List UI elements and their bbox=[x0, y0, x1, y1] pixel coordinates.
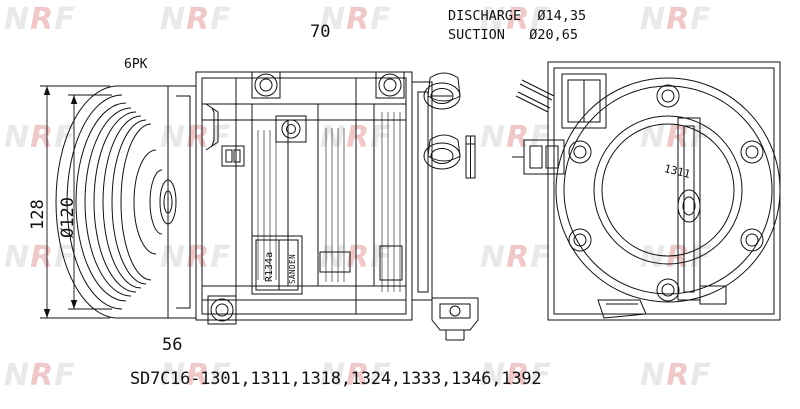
dimension-height-label: 128 bbox=[28, 199, 48, 230]
watermark-nrf: NRF bbox=[160, 120, 232, 155]
watermark-nrf: NRF bbox=[160, 358, 232, 393]
watermark-nrf: NRF bbox=[320, 358, 392, 393]
dimension-top-label: 70 bbox=[310, 22, 331, 42]
part-number-caption: SD7C16-1301,1311,1318,1324,1333,1346,139… bbox=[130, 369, 542, 389]
refrigerant-label: R134a bbox=[264, 251, 275, 282]
watermark-nrf: NRF bbox=[480, 358, 552, 393]
dimension-bottom-label: 56 bbox=[162, 335, 183, 355]
watermark-nrf: NRF bbox=[320, 2, 392, 37]
discharge-label: DISCHARGE Ø14,35 bbox=[448, 8, 587, 24]
brand-label: SANDEN bbox=[288, 253, 297, 284]
watermark-nrf: NRF bbox=[4, 240, 76, 275]
watermark-nrf: NRF bbox=[320, 120, 392, 155]
watermark-nrf: NRF bbox=[480, 240, 552, 275]
watermark-nrf: NRF bbox=[160, 2, 232, 37]
dimension-diameter-label: Ø120 bbox=[58, 197, 78, 238]
watermark-nrf: NRF bbox=[4, 2, 76, 37]
watermark-nrf: NRF bbox=[640, 358, 712, 393]
suction-label: SUCTION Ø20,65 bbox=[448, 27, 579, 43]
watermark-nrf: NRF bbox=[480, 2, 552, 37]
watermark-nrf: NRF bbox=[160, 240, 232, 275]
belt-type-label: 6PK bbox=[124, 57, 148, 72]
watermark-nrf: NRF bbox=[640, 2, 712, 37]
watermark-nrf: NRF bbox=[4, 358, 76, 393]
